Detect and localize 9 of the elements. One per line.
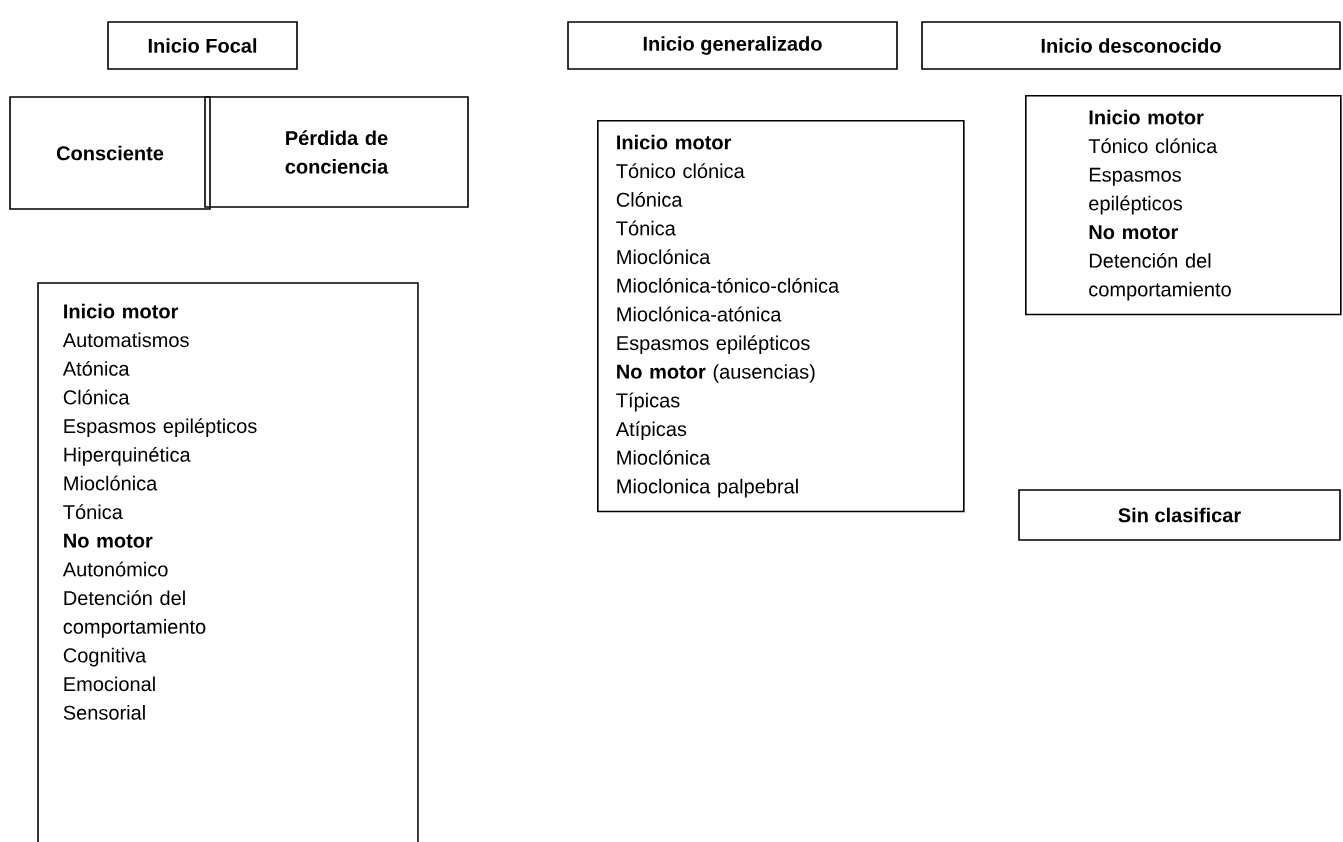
list-box: Inicio motor Tónico clónica Clónica Tónica Mioclónica Mioclónica-tónico-clónica Mioclónica-atónica Espasmos epilépticos No motor (ausencias) Típicas Atípicas Mioclónica Mioclonica palpebral [597,120,965,513]
label-box: Inicio desconocido [921,21,1341,70]
label-box: Consciente [9,96,211,210]
list-box: Inicio motor Tónico clónica Espasmos epilépticos No motor Detención del comportamiento [1025,95,1342,316]
list-box: Inicio motor Automatismos Atónica Clónica Espasmos epilépticos Hiperquinética Mioclónica Tónica No motor Autonómico Detención del comportamiento Cognitiva Emocional Sensorial [37,282,419,842]
label-box: Sin clasificar [1018,489,1341,541]
label-box: Pérdida de conciencia [204,96,469,208]
label-box: Inicio generalizado [567,21,898,70]
label-box: Inicio Focal [107,21,298,70]
